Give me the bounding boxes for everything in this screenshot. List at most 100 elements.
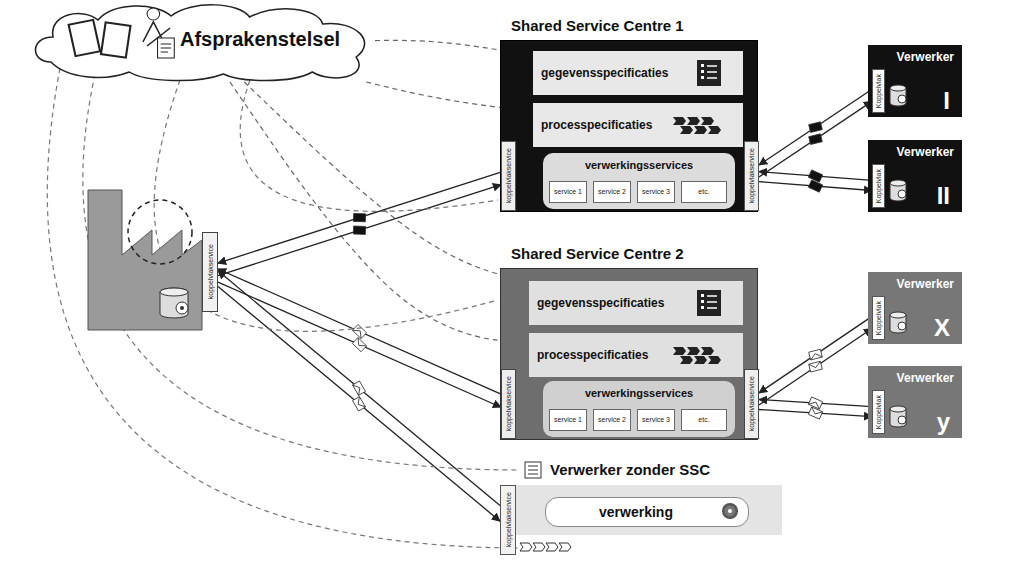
spec-text: gegevensspecificaties: [541, 66, 668, 80]
svc-text: service 2: [598, 416, 626, 424]
process-spec-box: processpecificaties: [529, 333, 743, 377]
message-arrow: [218, 172, 501, 263]
processor-box: VerwerkerX Koppelvlak: [868, 272, 962, 344]
processor-box: VerwerkerII Koppelvlak: [868, 140, 962, 212]
shared-service-centre: Shared Service Centre 1gegevensspecifica…: [500, 40, 758, 212]
message-icon: [352, 338, 366, 352]
verw-text: II: [937, 184, 950, 208]
kvs-text: koppelvlakservice: [505, 148, 512, 203]
ssc-text: Shared Service Centre 1: [511, 17, 684, 34]
agreement-arcs: [47, 68, 520, 548]
svc-text: service 3: [642, 188, 670, 196]
message-arrow: [218, 269, 501, 394]
svc-text: service 1: [554, 416, 582, 424]
service-box: service 3: [637, 181, 675, 203]
factory-illustration: [88, 190, 202, 330]
process-spec-box: processpecificaties: [533, 103, 743, 147]
verw-text: Verwerker: [897, 145, 954, 159]
svc-text: etc.: [698, 188, 709, 196]
agreement-cloud: Afsprakenstelsel: [30, 2, 375, 82]
service-box: service 1: [549, 409, 587, 431]
message-icon: [808, 170, 822, 182]
zonder-text: Verwerker zonder SSC: [550, 461, 710, 478]
interface-label: Koppelvlak: [872, 390, 885, 434]
interface-service: koppelvlakservice: [744, 141, 759, 211]
vk-text: verwerking: [599, 504, 673, 520]
agreement-link: [244, 82, 530, 281]
shared-service-centre: Shared Service Centre 2gegevensspecifica…: [500, 268, 758, 440]
message-arrow: [759, 101, 872, 177]
svc-text: etc.: [698, 416, 709, 424]
service-box: service 3: [637, 409, 675, 431]
processing-services: verwerkingsservices service 1 service 2 ser…: [543, 153, 735, 209]
interface-label: Koppelvlak: [872, 69, 885, 113]
ssc-text: Shared Service Centre 2: [511, 245, 684, 262]
processor-box: VerwerkerI Koppelvlak: [868, 45, 962, 117]
spec-text: gegevensspecificaties: [537, 296, 664, 310]
kvs-text: Koppelvlak: [875, 169, 882, 203]
spec-text: processpecificaties: [541, 118, 652, 132]
message-arrow: [759, 328, 872, 405]
message-arrow: [218, 282, 501, 407]
message-arrow: [759, 316, 872, 393]
spec-text: processpecificaties: [537, 348, 648, 362]
verw-text: y: [937, 410, 950, 434]
verw-text: Verwerker: [897, 50, 954, 64]
verw-text: X: [934, 316, 950, 340]
agreement-link: [230, 82, 529, 344]
message-icon: [809, 134, 823, 145]
svc-text: service 2: [598, 188, 626, 196]
verw-text: Verwerker: [897, 371, 954, 385]
service-box: service 2: [593, 409, 631, 431]
kvs-text: Koppelvlak: [875, 301, 882, 335]
interface-label: Koppelvlak: [872, 164, 885, 208]
message-icon: [353, 226, 365, 234]
message-icon: [353, 397, 366, 411]
service-box: service 2: [593, 181, 631, 203]
vs-text: verwerkingsservices: [543, 381, 735, 399]
service-box: service 1: [549, 181, 587, 203]
message-icon: [353, 213, 365, 221]
processing-services: verwerkingsservices service 1 service 2 ser…: [543, 381, 735, 437]
verw-text: I: [943, 89, 950, 113]
message-icon: [808, 180, 822, 192]
interface-service: koppelvlakservice: [744, 369, 759, 439]
verw-text: Verwerker: [897, 277, 954, 291]
interface-label: Koppelvlak: [872, 296, 885, 340]
kvs-text: koppelvlakservice: [505, 492, 512, 547]
message-arrow: [759, 89, 872, 165]
service-box: etc.: [681, 181, 727, 203]
processor-without-ssc: Verwerker zonder SSCkoppelvlakservicever…: [500, 485, 782, 535]
kvs-text: koppelvlakservice: [207, 244, 214, 299]
message-icon: [353, 381, 366, 395]
message-arrow: [218, 185, 501, 276]
data-spec-box: gegevensspecificaties: [533, 51, 743, 95]
interface-service: koppelvlakservice: [501, 141, 516, 211]
cloud-text: Afsprakenstelsel: [180, 28, 340, 51]
message-icon: [809, 122, 823, 133]
message-icon: [352, 325, 366, 339]
spec-icon: [525, 462, 541, 478]
kvs-text: Koppelvlak: [875, 395, 882, 429]
svc-text: service 3: [642, 416, 670, 424]
kvs-text: koppelvlakservice: [748, 376, 755, 431]
message-arrow: [218, 286, 500, 521]
kvs-text: koppelvlakservice: [748, 148, 755, 203]
kvs-text: Koppelvlak: [875, 74, 882, 108]
service-box: etc.: [681, 409, 727, 431]
kvs-text: koppelvlakservice: [505, 376, 512, 431]
vs-text: verwerkingsservices: [543, 153, 735, 171]
interface-service: koppelvlakservice: [500, 485, 516, 555]
message-icon: [809, 349, 823, 360]
processing-bar: verwerking: [545, 497, 749, 527]
message-icon: [809, 361, 823, 372]
message-icon: [808, 397, 822, 409]
data-spec-box: gegevensspecificaties: [529, 281, 743, 325]
process-icon: [520, 543, 571, 551]
message-arrow: [218, 271, 500, 506]
processor-box: Verwerker y Koppelvlak: [868, 366, 962, 438]
message-icon: [808, 407, 822, 419]
interface-service: koppelvlakservice: [501, 369, 516, 439]
svc-text: service 1: [554, 188, 582, 196]
